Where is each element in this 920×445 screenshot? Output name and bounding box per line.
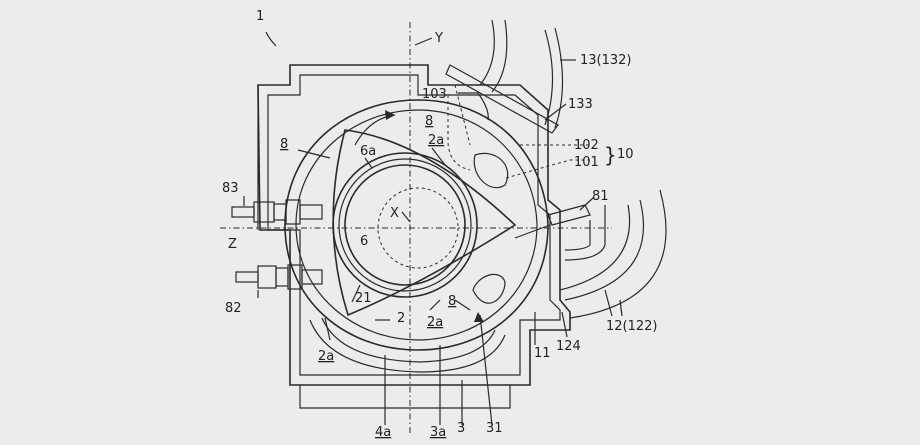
label-axis-y: Y <box>434 31 443 46</box>
spark-plug-82 <box>235 264 323 290</box>
intake-tube-13 <box>445 19 564 134</box>
label-part-83: 83 <box>222 181 239 196</box>
exhaust-tube-12 <box>559 189 667 319</box>
label-part-82: 82 <box>225 301 242 316</box>
label-flank-2a-left: 2a <box>318 349 334 364</box>
engine-housing <box>257 64 571 409</box>
label-part-101: 101 <box>574 155 599 170</box>
label-shaft-6: 6 <box>360 234 368 249</box>
label-part-103: 103 <box>422 87 447 102</box>
label-brace: } <box>604 143 617 167</box>
trochoid-surface <box>284 99 549 351</box>
label-part-81: 81 <box>592 189 609 204</box>
intake-ports <box>447 84 509 304</box>
label-chamber-8-left: 8 <box>280 137 288 152</box>
label-flank-2a-bottom: 2a <box>427 315 443 330</box>
label-chamber-8-bottom: 8 <box>448 294 456 309</box>
part-labels: 1 Y X Z 13(132) 133 103 102 101 } 10 81 … <box>222 9 658 440</box>
label-flank-2a-top: 2a <box>428 133 444 148</box>
label-chamber-8-top: 8 <box>425 114 433 129</box>
label-part-31: 31 <box>486 421 503 436</box>
label-group-10: 10 <box>617 147 634 162</box>
label-axis-z: Z <box>228 237 237 252</box>
spark-plug-81 <box>514 204 591 239</box>
label-part-3: 3 <box>457 421 465 436</box>
label-part-12: 12(122) <box>606 319 658 334</box>
label-part-133: 133 <box>568 97 593 112</box>
label-fig-ref: 1 <box>256 9 264 24</box>
label-part-11: 11 <box>534 346 551 361</box>
label-axis-x: X <box>390 206 399 221</box>
label-part-102: 102 <box>574 138 599 153</box>
center-lines <box>220 22 612 435</box>
leader-lines <box>243 31 623 426</box>
label-part-124: 124 <box>556 339 581 354</box>
label-part-3a: 3a <box>430 425 446 440</box>
lower-channel-3 <box>309 317 506 373</box>
label-housing-top: 13(132) <box>580 53 632 68</box>
rotation-arrow <box>354 110 396 146</box>
label-part-4a: 4a <box>375 425 391 440</box>
label-part-21: 21 <box>355 291 372 306</box>
spark-plug-83 <box>231 199 323 225</box>
eccentric-shaft <box>332 152 478 298</box>
label-gear-6a: 6a <box>360 144 376 159</box>
label-rotor-2: 2 <box>397 311 405 326</box>
